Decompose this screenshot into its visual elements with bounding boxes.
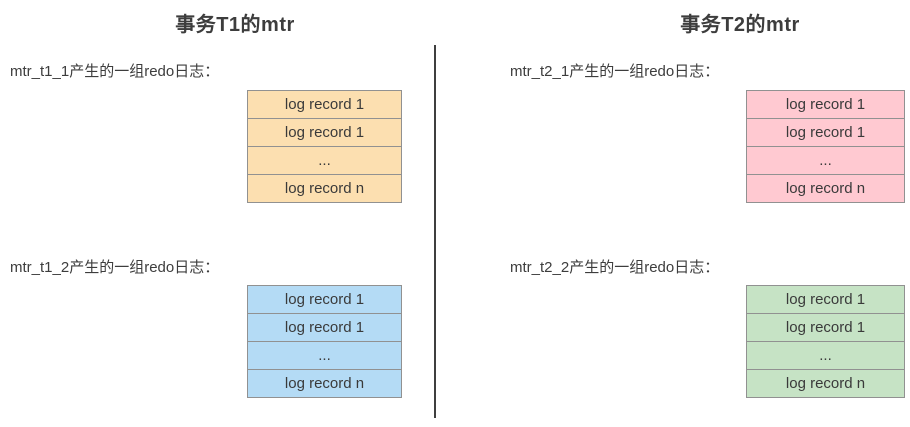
- mtr-t2-1-label: mtr_t2_1产生的一组redo日志：: [510, 63, 720, 80]
- mtr-t1-1-label: mtr_t1_1产生的一组redo日志：: [10, 63, 220, 80]
- log-record-row: log record 1: [284, 96, 365, 113]
- log-record-row: log record n: [248, 174, 401, 202]
- log-record-row: log record 1: [248, 118, 401, 146]
- log-record-ellipsis-row: ...: [248, 341, 401, 369]
- log-record-row: log record 1: [284, 291, 365, 308]
- mtr-t1-2-label: mtr_t1_2产生的一组redo日志：: [10, 259, 220, 276]
- log-record-row: log record 1: [785, 96, 866, 113]
- log-record-row: log record n: [747, 174, 904, 202]
- mtr-t1-2-log-table: log record 1 log record 1 ... log record…: [247, 285, 402, 398]
- mtr-t2-2-log-table: log record 1 log record 1 ... log record…: [746, 285, 905, 398]
- mtr-t1-1-log-table: log record 1 log record 1 ... log record…: [247, 90, 402, 203]
- log-record-ellipsis-row: ...: [248, 146, 401, 174]
- log-record-row: log record 1: [747, 313, 904, 341]
- log-record-row: log record n: [248, 369, 401, 397]
- mtr-t2-2-label: mtr_t2_2产生的一组redo日志：: [510, 259, 720, 276]
- transaction-t2-title: 事务T2的mtr: [680, 14, 800, 36]
- log-record-ellipsis-row: ...: [747, 341, 904, 369]
- log-record-row: log record 1: [747, 118, 904, 146]
- log-record-row: log record 1: [785, 291, 866, 308]
- log-record-ellipsis-row: ...: [747, 146, 904, 174]
- log-record-row: log record 1: [248, 313, 401, 341]
- column-divider-line: [434, 45, 436, 418]
- log-record-row: log record n: [747, 369, 904, 397]
- mtr-t2-1-log-table: log record 1 log record 1 ... log record…: [746, 90, 905, 203]
- transaction-t1-title: 事务T1的mtr: [175, 14, 295, 36]
